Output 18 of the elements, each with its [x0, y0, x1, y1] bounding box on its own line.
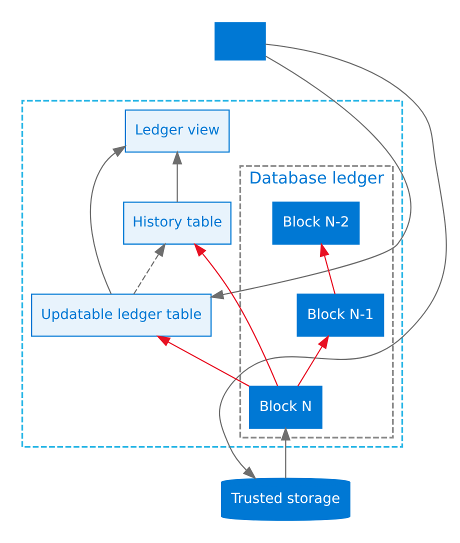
arrow: [210, 56, 412, 300]
arrow: [320, 242, 336, 294]
arrow: [218, 44, 447, 480]
node-box: Block N: [248, 386, 322, 429]
node-person: [214, 22, 266, 61]
arrow: [297, 334, 330, 386]
arrow: [280, 426, 291, 478]
node-box: History table: [123, 202, 232, 245]
node-box: Block N-1: [296, 294, 384, 337]
node-box: Updatable ledger table: [31, 294, 212, 337]
cluster: [21, 100, 404, 448]
node-box: Ledger view: [124, 110, 230, 153]
arrow: [172, 150, 182, 202]
arrow: [156, 335, 250, 387]
arrow: [194, 242, 278, 386]
node-box: Block N-2: [272, 202, 360, 245]
arrow: [90, 145, 127, 294]
arrow: [133, 242, 166, 294]
